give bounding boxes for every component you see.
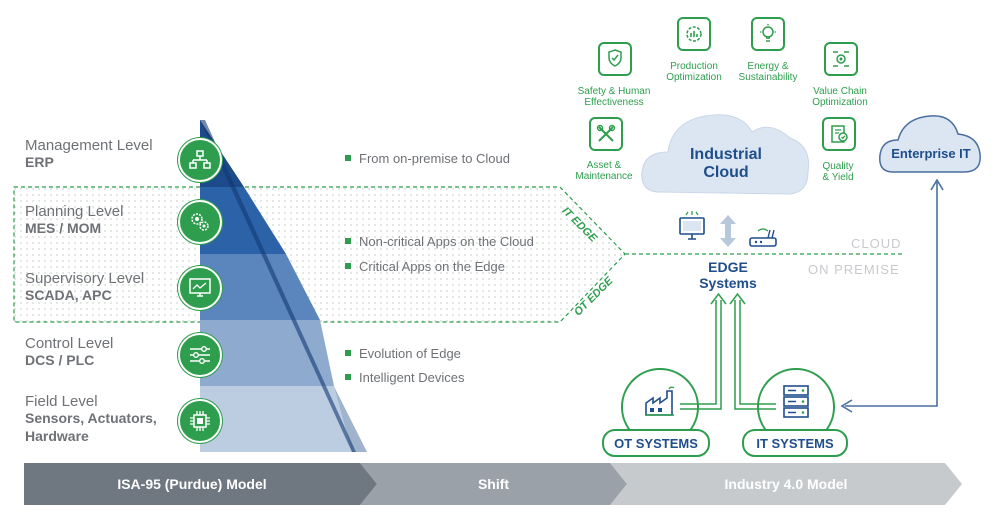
org-chart-icon [178, 138, 222, 182]
bullet-non-critical-apps: Non-critical Apps on the Cloud [345, 234, 534, 249]
industrial-cloud-shape [641, 114, 810, 195]
value-chain-icon [824, 42, 858, 76]
gears-icon [178, 200, 222, 244]
it-edge-connector [739, 300, 776, 405]
enterprise-it-label: Enterprise IT [891, 146, 971, 161]
bulb-icon [751, 17, 785, 51]
level-control-name: Control Level [25, 335, 114, 352]
monitor-icon [178, 266, 222, 310]
bullet-evolution-of-edge: Evolution of Edge [345, 346, 461, 361]
industrial-cloud-label: Industrial Cloud [689, 146, 762, 181]
shield-hands-icon [598, 42, 632, 76]
enterprise-it-cloud-shape [879, 115, 981, 173]
it-ot-edge-region [13, 186, 626, 323]
chip-icon [178, 399, 222, 443]
level-management-name: Management Level [25, 137, 153, 154]
level-field-system-2: Hardware [25, 428, 89, 444]
edge-computer-icon [678, 210, 706, 249]
pyramid-layer-field [200, 386, 352, 452]
server-rack-icon [780, 384, 812, 425]
level-control-system: DCS / PLC [25, 352, 95, 368]
zone-on-premise-label: ON PREMISE [808, 262, 900, 277]
bullet-on-premise-to-cloud: From on-premise to Cloud [345, 151, 510, 166]
tools-icon [589, 117, 623, 151]
ot-systems-badge: OT SYSTEMS [602, 429, 710, 457]
router-icon [748, 226, 778, 253]
bullet-intelligent-devices: Intelligent Devices [345, 370, 465, 385]
it-enterprise-connector [845, 182, 938, 407]
app-asset-label: Asset &Maintenance [575, 160, 633, 182]
sliders-icon [178, 333, 222, 377]
pyramid-layer-planning [200, 187, 286, 254]
band-isa95-label: ISA-95 (Purdue) Model [117, 476, 267, 492]
zone-cloud-label: CLOUD [851, 236, 902, 251]
edge-systems-label: EDGE Systems [699, 259, 757, 291]
band-right-shape [610, 463, 962, 505]
ot-edge-connector [680, 300, 717, 405]
bullet-critical-apps: Critical Apps on the Edge [345, 259, 505, 274]
it-systems-badge: IT SYSTEMS [742, 429, 848, 457]
band-left-shape [24, 463, 377, 505]
level-planning-name: Planning Level [25, 203, 124, 220]
level-management-system: ERP [25, 154, 54, 170]
level-supervisory-name: Supervisory Level [25, 270, 145, 287]
quality-icon [822, 117, 856, 151]
band-shift-label: Shift [477, 476, 510, 492]
edge-cloud-arrow [720, 215, 736, 247]
level-planning-system: MES / MOM [25, 220, 102, 236]
production-icon [677, 17, 711, 51]
level-field-name: Field Level [25, 393, 98, 410]
level-supervisory-system: SCADA, APC [25, 287, 112, 303]
band-industry40-label: Industry 4.0 Model [724, 476, 848, 492]
level-field-system: Sensors, Actuators, [25, 410, 157, 426]
pyramid-layer-supervisory [200, 254, 320, 320]
factory-icon [643, 385, 677, 424]
band-mid-shape [360, 463, 627, 505]
app-quality-label: Quality& Yield [822, 161, 854, 183]
app-energy-label: Energy &Sustainability [738, 61, 798, 83]
